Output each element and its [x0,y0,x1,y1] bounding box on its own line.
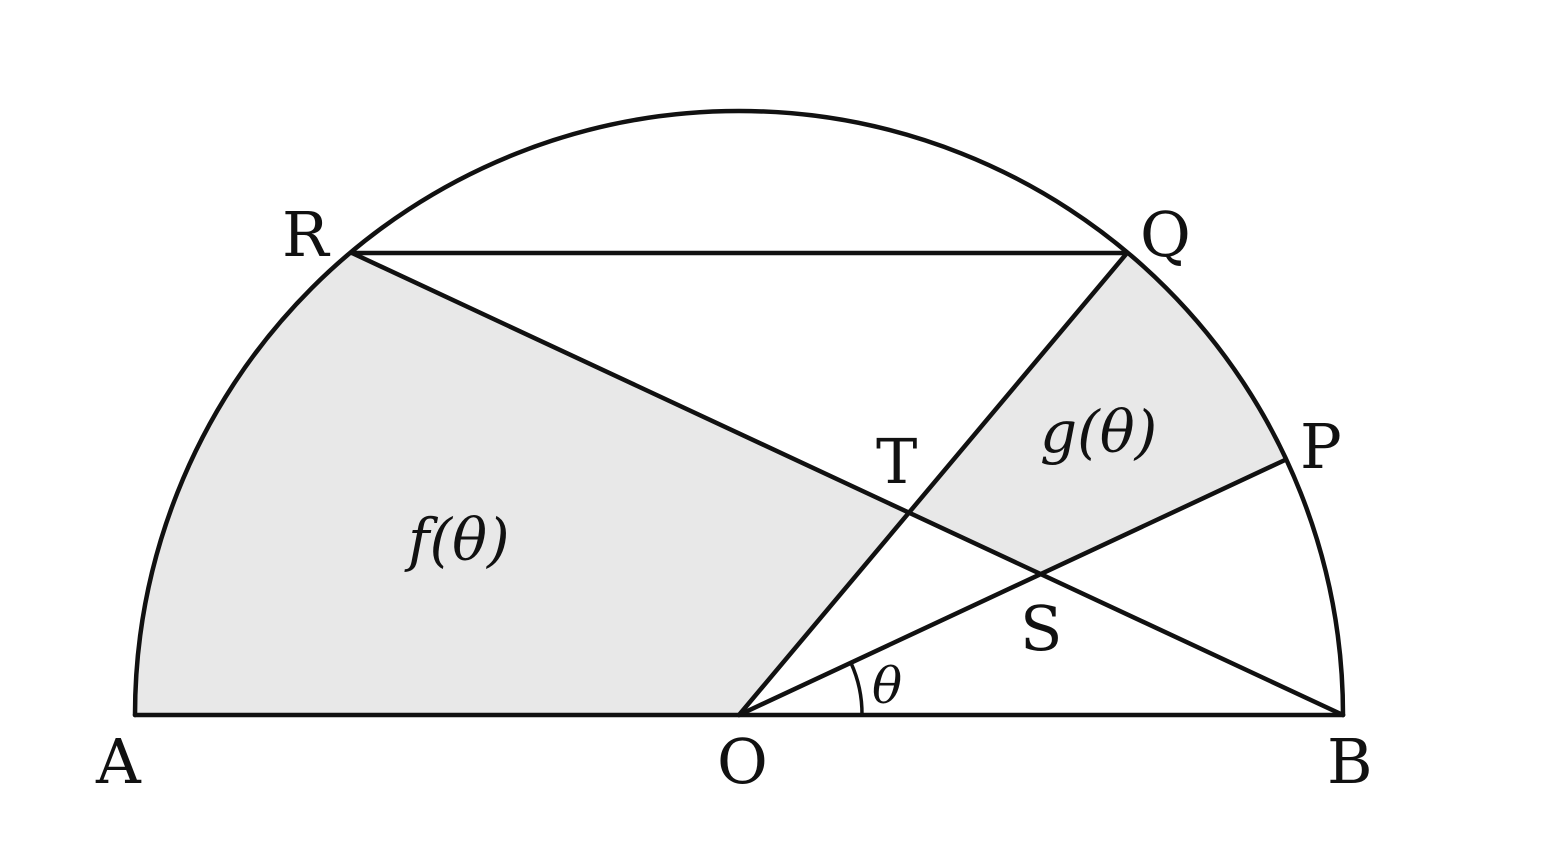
point-label-q: Q [1140,198,1191,271]
region-label-g: g(θ) [1040,398,1157,466]
segment-rb [349,250,1346,718]
region-g-shade [909,253,1285,573]
angle-arc [849,661,864,717]
point-label-a: A [95,725,142,798]
point-label-t: T [876,425,917,498]
point-label-b: B [1327,725,1373,798]
region-label-f: f(θ) [404,506,510,574]
angle-label-theta: θ [872,657,902,715]
segment-oq [736,250,1130,718]
point-label-r: R [282,198,331,271]
segment-op [736,457,1288,718]
point-label-o: O [717,725,768,798]
region-f-shade [135,253,909,715]
point-label-s: S [1020,592,1062,665]
semicircle-arc [132,108,1346,718]
point-label-p: P [1300,410,1342,483]
